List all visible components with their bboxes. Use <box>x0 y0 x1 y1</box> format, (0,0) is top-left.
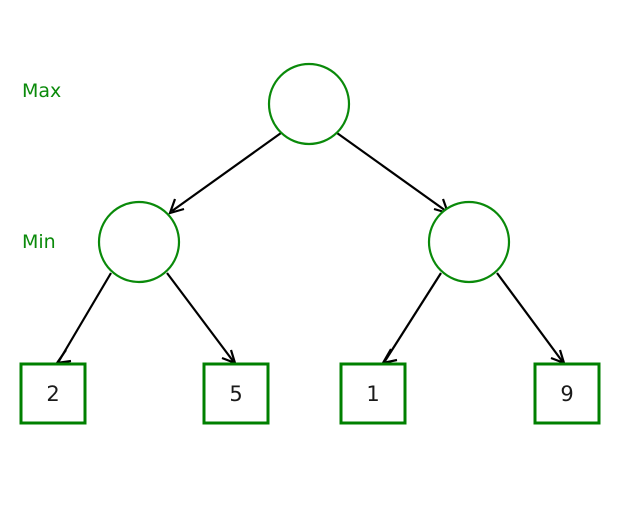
edge-min-left-to-leaf-2 <box>166 272 237 365</box>
leaf-box-3[interactable] <box>339 362 407 425</box>
node-min-left-circle[interactable] <box>97 200 181 284</box>
leaf-node-4[interactable]: 9 <box>533 362 601 425</box>
edge-root-to-min-left <box>168 132 282 215</box>
leaf-value-4: 9 <box>560 382 573 406</box>
node-root-max[interactable] <box>267 62 351 146</box>
level-label-min: Min <box>22 231 56 253</box>
node-min-left[interactable] <box>97 200 181 284</box>
leaf-box-1[interactable] <box>19 362 87 425</box>
leaf-node-2[interactable]: 5 <box>202 362 270 425</box>
level-label-max: Max <box>22 80 61 102</box>
edge-min-right-to-leaf-3 <box>380 272 442 365</box>
node-min-right-circle[interactable] <box>427 200 511 284</box>
edge-root-to-min-right <box>336 132 450 215</box>
leaf-node-1[interactable]: 2 <box>19 362 87 425</box>
edge-min-right-to-leaf-4 <box>496 272 566 365</box>
leaf-value-2: 5 <box>229 382 242 406</box>
leaf-box-2[interactable] <box>202 362 270 425</box>
leaf-box-4[interactable] <box>533 362 601 425</box>
node-root-circle[interactable] <box>267 62 351 146</box>
leaf-value-3: 1 <box>366 382 379 406</box>
edge-min-left-to-leaf-1 <box>54 272 112 365</box>
leaf-node-3[interactable]: 1 <box>339 362 407 425</box>
node-min-right[interactable] <box>427 200 511 284</box>
leaf-value-1: 2 <box>46 382 59 406</box>
